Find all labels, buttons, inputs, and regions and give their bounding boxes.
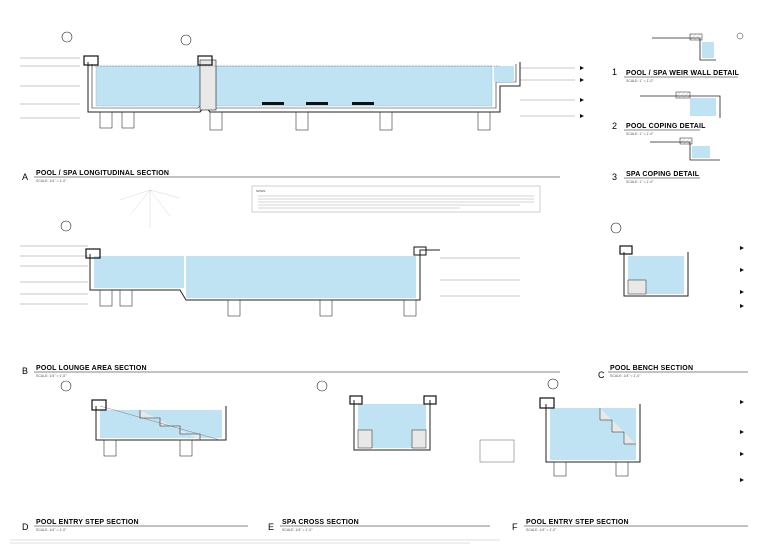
detail-title: POOL / SPA LONGITUDINAL SECTION <box>36 170 169 177</box>
section-b-drawing <box>20 220 520 317</box>
title-block-a: A POOL / SPA LONGITUDINAL SECTION SCALE:… <box>22 170 560 183</box>
detail-letter: D <box>22 522 29 532</box>
detail-scale: SCALE: 1" = 1'-0" <box>626 79 654 83</box>
title-block-3: 3 SPA COPING DETAIL SCALE: 1" = 1'-0" <box>612 171 700 184</box>
title-block-d: D POOL ENTRY STEP SECTION SCALE: 1/4" = … <box>22 519 248 532</box>
detail-3-drawing <box>650 137 720 161</box>
detail-scale: SCALE: 1/4" = 1'-0" <box>282 528 313 532</box>
detail-scale: SCALE: 1" = 1'-0" <box>626 180 654 184</box>
section-marker-icon <box>736 32 744 40</box>
detail-title: POOL / SPA WEIR WALL DETAIL <box>626 70 740 77</box>
section-marker-icon <box>316 380 328 392</box>
detail-letter: 1 <box>612 67 617 77</box>
detail-letter: 3 <box>612 172 617 182</box>
detail-title: POOL LOUNGE AREA SECTION <box>36 365 147 372</box>
notes-box <box>251 185 541 213</box>
title-block-e: E SPA CROSS SECTION SCALE: 1/4" = 1'-0" <box>268 519 490 532</box>
title-block-c: C POOL BENCH SECTION SCALE: 1/4" = 1'-0" <box>598 365 748 380</box>
title-block-b: B POOL LOUNGE AREA SECTION SCALE: 1/4" =… <box>22 365 560 378</box>
detail-title: POOL COPING DETAIL <box>626 123 706 130</box>
tree-sketch-icon <box>119 189 181 228</box>
detail-2-drawing <box>640 91 721 118</box>
title-block-f: F POOL ENTRY STEP SECTION SCALE: 1/4" = … <box>512 519 748 532</box>
detail-scale: SCALE: 1/4" = 1'-0" <box>36 374 67 378</box>
title-block-1: 1 POOL / SPA WEIR WALL DETAIL SCALE: 1" … <box>612 67 740 83</box>
detail-letter: A <box>22 172 28 182</box>
detail-title: POOL ENTRY STEP SECTION <box>36 519 139 526</box>
detail-scale: SCALE: 1/4" = 1'-0" <box>36 179 67 183</box>
section-marker-icon <box>60 380 72 392</box>
detail-scale: SCALE: 1/4" = 1'-0" <box>610 374 641 378</box>
detail-title: POOL BENCH SECTION <box>610 365 693 372</box>
detail-letter: 2 <box>612 121 617 131</box>
detail-scale: SCALE: 1/4" = 1'-0" <box>36 528 67 532</box>
detail-letter: E <box>268 522 274 532</box>
detail-letter: B <box>22 366 28 376</box>
detail-scale: SCALE: 1" = 1'-0" <box>626 132 654 136</box>
title-block-2: 2 POOL COPING DETAIL SCALE: 1" = 1'-0" <box>612 121 706 136</box>
section-e-drawing <box>316 380 515 463</box>
detail-title: POOL ENTRY STEP SECTION <box>526 519 629 526</box>
section-f-drawing <box>539 378 744 482</box>
section-marker-icon <box>60 220 72 232</box>
notes-heading: NOTES: <box>256 189 266 193</box>
detail-title: SPA CROSS SECTION <box>282 519 359 526</box>
detail-letter: F <box>512 522 518 532</box>
section-a-drawing <box>20 31 584 131</box>
section-marker-icon <box>180 34 192 46</box>
detail-title: SPA COPING DETAIL <box>626 171 700 178</box>
general-notes-lines <box>10 539 500 544</box>
section-c-drawing <box>610 222 744 308</box>
detail-letter: C <box>598 370 605 380</box>
section-marker-icon <box>61 31 73 43</box>
section-marker-icon <box>547 378 559 390</box>
section-marker-icon <box>610 222 622 234</box>
detail-scale: SCALE: 1/4" = 1'-0" <box>526 528 557 532</box>
section-d-drawing <box>60 380 227 457</box>
detail-1-drawing <box>652 32 744 61</box>
